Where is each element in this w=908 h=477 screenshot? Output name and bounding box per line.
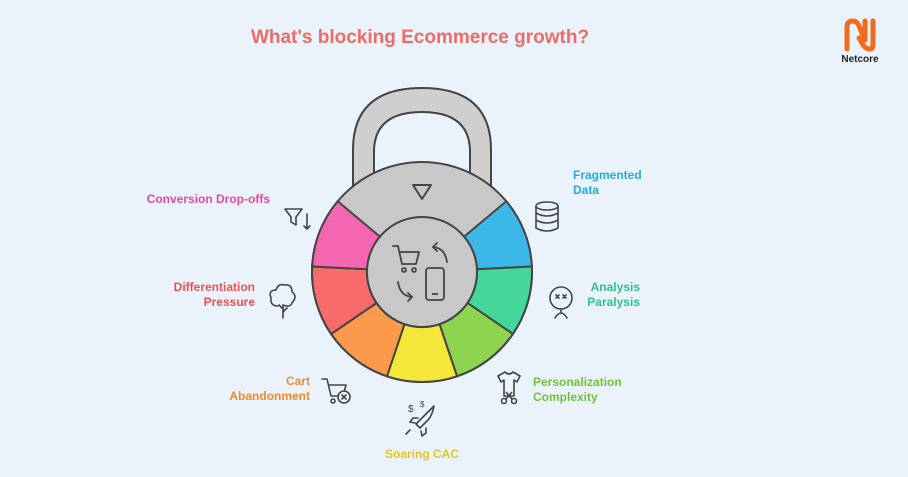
lock-hub	[366, 216, 478, 328]
cycle-arrows-icon	[397, 242, 448, 302]
label-line: Data	[573, 183, 600, 197]
page-title: What's blocking Ecommerce growth?	[250, 27, 590, 48]
label-line: Complexity	[533, 390, 598, 404]
mobile-phone-icon	[425, 267, 445, 301]
svg-text:$: $	[420, 400, 425, 409]
tshirt-scissors-icon	[497, 371, 521, 405]
lock-shackle	[352, 86, 492, 201]
cart-remove-icon	[321, 378, 351, 404]
label-line: Analysis	[590, 280, 640, 294]
label-soaring-cac: Soaring CAC	[372, 447, 472, 462]
label-conversion-drop-offs: Conversion Drop-offs	[130, 192, 270, 207]
label-line: Cart	[285, 374, 310, 388]
netcore-logo-mark-icon	[844, 18, 876, 52]
brand-name: Netcore	[841, 54, 879, 65]
label-line: Pressure	[203, 295, 255, 309]
label-line: Differentiation	[173, 280, 255, 294]
database-icon	[535, 201, 559, 232]
netcore-logo: Netcore	[836, 18, 884, 65]
label-line: Paralysis	[587, 295, 640, 309]
funnel-down-icon	[284, 208, 311, 230]
label-line: Personalization	[533, 375, 622, 389]
label-line: Fragmented	[573, 168, 642, 182]
svg-text:$: $	[408, 404, 414, 415]
tree-icon	[269, 283, 296, 319]
rocket-icon: $ $	[405, 400, 435, 437]
confused-person-icon	[549, 286, 573, 319]
label-line: Conversion Drop-offs	[146, 192, 270, 206]
keyhole-triangle-icon	[412, 184, 432, 200]
shopping-cart-icon	[392, 245, 420, 273]
label-line: Soaring CAC	[384, 447, 459, 461]
label-line: Abandonment	[229, 389, 310, 403]
